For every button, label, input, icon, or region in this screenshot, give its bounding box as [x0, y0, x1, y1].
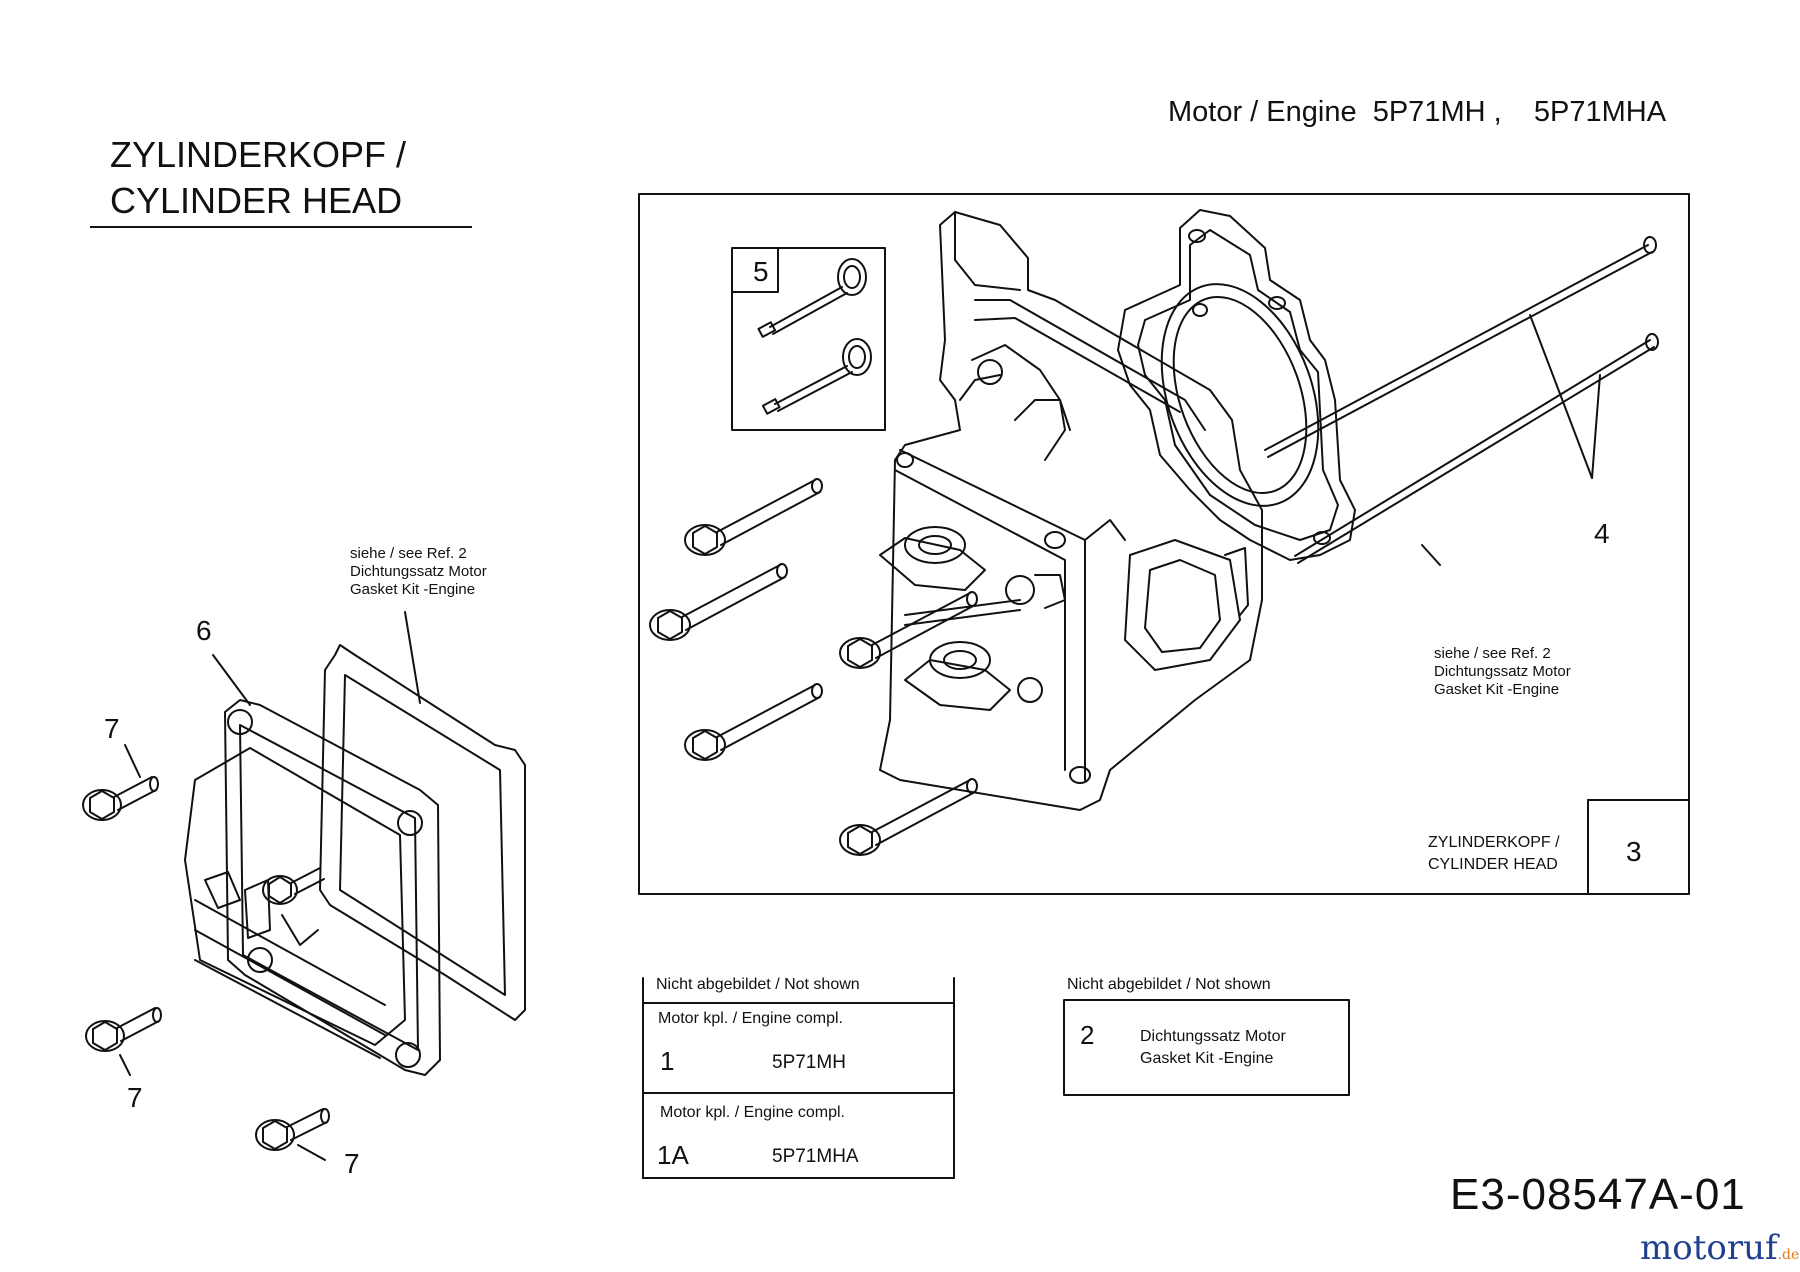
note-right-line-1: siehe / see Ref. 2 — [1434, 645, 1551, 662]
rocker-arms — [879, 526, 1066, 711]
site-logo: motoruf.de — [1640, 1228, 1799, 1268]
valve-1 — [757, 258, 867, 338]
title-line-1: ZYLINDERKOPF / — [110, 134, 407, 175]
callout-cover-bolt-c: 7 — [344, 1148, 360, 1179]
not-shown-right-desc: Dichtungssatz Motor Gasket Kit -Engine — [1140, 1026, 1286, 1070]
not-shown-left-row-2-part: 5P71MHA — [772, 1146, 859, 1167]
note-left-line-3: Gasket Kit -Engine — [350, 581, 476, 598]
inset-title-line-2: CYLINDER HEAD — [1428, 856, 1558, 873]
not-shown-right-ref: 2 — [1080, 1020, 1095, 1050]
head-flange-bolts — [649, 478, 978, 856]
inset-ref-number: 3 — [1626, 836, 1642, 867]
head-bolts — [1264, 236, 1659, 566]
note-right-line-2: Dichtungssatz Motor — [1434, 663, 1571, 680]
callout-cover-bolt-a: 7 — [104, 713, 120, 744]
callout-cover-bolt-b: 7 — [127, 1082, 143, 1113]
head-gasket — [1117, 209, 1356, 561]
callout-head-bolts: 4 — [1594, 518, 1610, 549]
not-shown-left-heading: Nicht abgebildet / Not shown — [656, 976, 860, 993]
not-shown-left-row-1-desc: Motor kpl. / Engine compl. — [658, 1010, 843, 1027]
main-frame — [638, 193, 1690, 895]
inset-title-block — [1587, 799, 1690, 895]
logo-suffix: .de — [1777, 1247, 1800, 1263]
note-right-line-3: Gasket Kit -Engine — [1434, 681, 1560, 698]
not-shown-left-row-2-desc: Motor kpl. / Engine compl. — [660, 1104, 845, 1121]
valve-2 — [761, 338, 872, 415]
engine-model-label: Motor / Engine 5P71MH , 5P71MHA — [1168, 96, 1667, 128]
not-shown-right-line-1: Dichtungssatz Motor — [1140, 1028, 1286, 1045]
gasket-note-left: siehe / see Ref. 2 Dichtungssatz Motor G… — [350, 545, 487, 599]
not-shown-table-left — [642, 977, 955, 1179]
not-shown-left-row-1-ref: 1 — [660, 1046, 675, 1076]
title-underline — [90, 226, 472, 228]
not-shown-left-row-1-part: 5P71MH — [772, 1052, 846, 1073]
callout-valves: 5 — [753, 256, 769, 287]
valve-inset — [731, 247, 886, 431]
title-line-2: CYLINDER HEAD — [110, 180, 403, 221]
logo-text: motoruf — [1640, 1228, 1778, 1268]
page-title: ZYLINDERKOPF / CYLINDER HEAD — [110, 132, 406, 224]
valve-cover-gasket — [319, 611, 526, 1021]
cylinder-head — [879, 211, 1263, 811]
inset-title: ZYLINDERKOPF / CYLINDER HEAD — [1428, 832, 1560, 876]
callout-valve-cover: 6 — [196, 615, 212, 646]
document-number: E3-08547A-01 — [1450, 1170, 1746, 1219]
not-shown-table-right — [1063, 999, 1350, 1096]
note-left-line-2: Dichtungssatz Motor — [350, 563, 487, 580]
not-shown-left-row-2-ref: 1A — [657, 1140, 689, 1170]
valve-cover — [184, 654, 441, 1076]
inset-title-line-1: ZYLINDERKOPF / — [1428, 834, 1560, 851]
cover-bolts — [82, 744, 330, 1161]
gasket-note-right: siehe / see Ref. 2 Dichtungssatz Motor G… — [1434, 645, 1571, 699]
note-left-line-1: siehe / see Ref. 2 — [350, 545, 467, 562]
not-shown-right-line-2: Gasket Kit -Engine — [1140, 1050, 1274, 1067]
not-shown-right-heading: Nicht abgebildet / Not shown — [1067, 976, 1271, 993]
